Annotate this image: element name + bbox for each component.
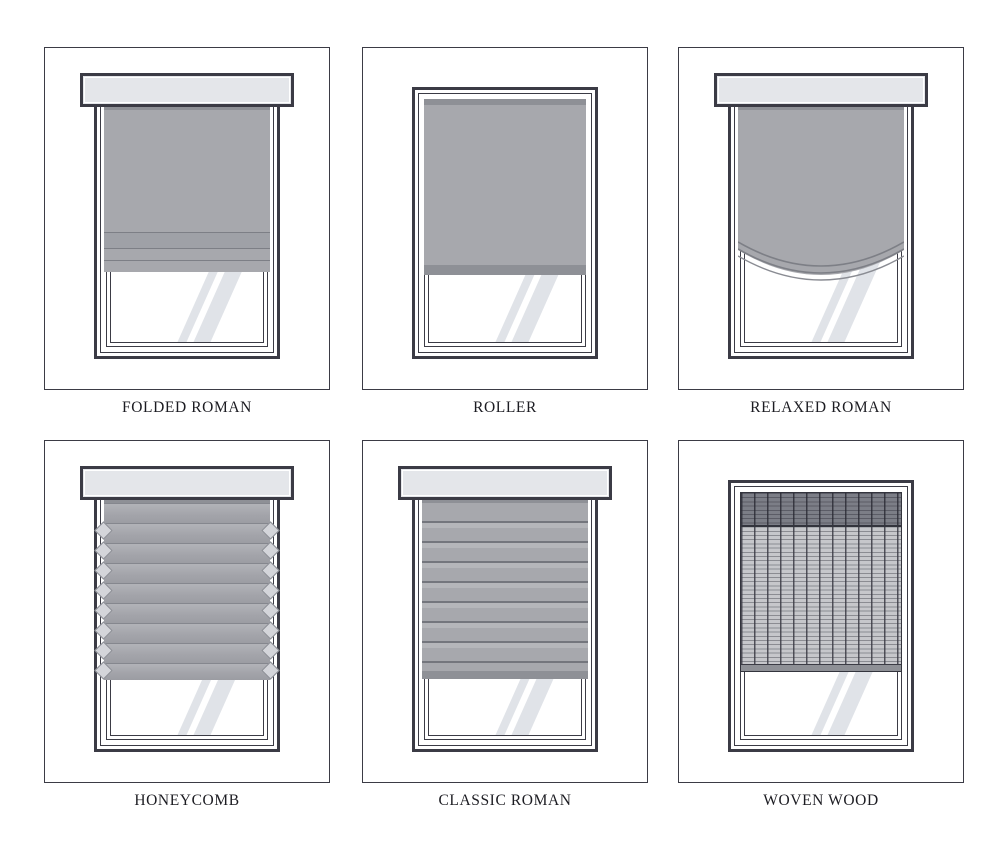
shade-label-honeycomb: HONEYCOMB xyxy=(134,792,240,809)
shade-label-woven-wood: WOVEN WOOD xyxy=(763,792,879,809)
classic-fold-highlight xyxy=(422,623,588,628)
valance-headrail xyxy=(398,466,612,500)
shade-bottom-bar xyxy=(741,664,901,671)
classic-fold-line xyxy=(422,601,588,603)
shade-card-folded-roman[interactable]: FOLDED ROMAN xyxy=(44,47,330,416)
classic-fold-highlight xyxy=(422,643,588,648)
classic-fold-highlight xyxy=(422,603,588,608)
shade-fabric-honeycomb xyxy=(94,497,280,680)
shade-fold-line xyxy=(104,260,270,262)
shade-top-rail xyxy=(424,99,586,105)
shade-card-roller[interactable]: ROLLER xyxy=(362,47,648,416)
honeycomb-pleat xyxy=(94,621,280,644)
window-illustration-folded-roman xyxy=(80,73,294,363)
shade-card-relaxed-roman[interactable]: RELAXED ROMAN xyxy=(678,47,964,416)
woven-wood-top-band xyxy=(741,493,901,527)
valance-headrail xyxy=(80,466,294,500)
shade-fabric-classic xyxy=(422,497,588,679)
honeycomb-pleat xyxy=(94,581,280,604)
classic-fold-line xyxy=(422,561,588,563)
honeycomb-pleat xyxy=(94,521,280,544)
valance-headrail xyxy=(80,73,294,107)
shade-card-honeycomb[interactable]: HONEYCOMB xyxy=(44,440,330,809)
shade-top-rail xyxy=(104,104,270,110)
window-illustration-roller xyxy=(398,73,612,363)
classic-fold-highlight xyxy=(422,543,588,548)
shade-top-rail xyxy=(422,497,588,503)
shade-fold-line xyxy=(104,232,270,234)
shade-fabric-woven xyxy=(740,492,902,672)
classic-fold-line xyxy=(422,581,588,583)
shade-top-rail xyxy=(104,497,270,503)
classic-fold-highlight xyxy=(422,563,588,568)
honeycomb-pleat xyxy=(94,541,280,564)
window-illustration-woven-wood xyxy=(714,466,928,756)
shade-label-roller: ROLLER xyxy=(473,399,537,416)
honeycomb-pleat xyxy=(94,601,280,624)
honeycomb-pleat xyxy=(94,561,280,584)
valance-headrail xyxy=(714,73,928,107)
window-illustration-classic-roman xyxy=(398,466,612,756)
shade-fabric-relaxed xyxy=(738,104,904,294)
honeycomb-pleat xyxy=(104,503,270,524)
honeycomb-pleat xyxy=(94,661,280,680)
classic-fold-highlight xyxy=(422,523,588,528)
shade-fabric-folded xyxy=(104,104,270,272)
honeycomb-pleat xyxy=(94,641,280,664)
shade-label-classic-roman: CLASSIC ROMAN xyxy=(438,792,572,809)
shade-fabric-roller xyxy=(424,99,586,275)
window-illustration-honeycomb xyxy=(80,466,294,756)
window-illustration-relaxed-roman xyxy=(714,73,928,363)
classic-fold-line xyxy=(422,521,588,523)
shade-label-relaxed-roman: RELAXED ROMAN xyxy=(750,399,892,416)
classic-fold-line xyxy=(422,661,588,663)
shade-bottom-bar xyxy=(424,265,586,275)
relaxed-roman-shape xyxy=(738,104,904,281)
shade-label-folded-roman: FOLDED ROMAN xyxy=(122,399,252,416)
shade-bottom-bar xyxy=(422,671,588,679)
shade-fold-band xyxy=(104,232,270,248)
shade-card-woven-wood[interactable]: WOVEN WOOD xyxy=(678,440,964,809)
classic-fold-highlight xyxy=(422,583,588,588)
classic-fold-line xyxy=(422,541,588,543)
shade-card-classic-roman[interactable]: CLASSIC ROMAN xyxy=(362,440,648,809)
shade-fold-line xyxy=(104,248,270,250)
